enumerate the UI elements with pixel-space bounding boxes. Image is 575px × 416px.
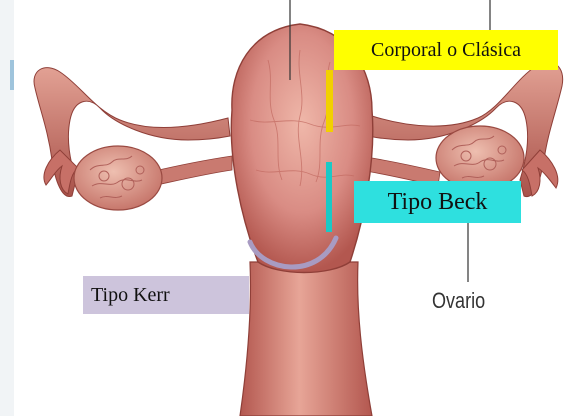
label-corporal: Corporal o Clásica: [334, 30, 558, 70]
incision-beck-mark: [326, 162, 332, 232]
cervix: [240, 262, 372, 416]
incision-corporal-mark: [326, 70, 333, 132]
label-kerr: Tipo Kerr: [83, 276, 249, 314]
left-accent-mark: [10, 60, 14, 90]
ovary-left: [74, 146, 162, 210]
label-beck: Tipo Beck: [354, 181, 521, 223]
label-ovario: Ovario: [432, 288, 485, 314]
